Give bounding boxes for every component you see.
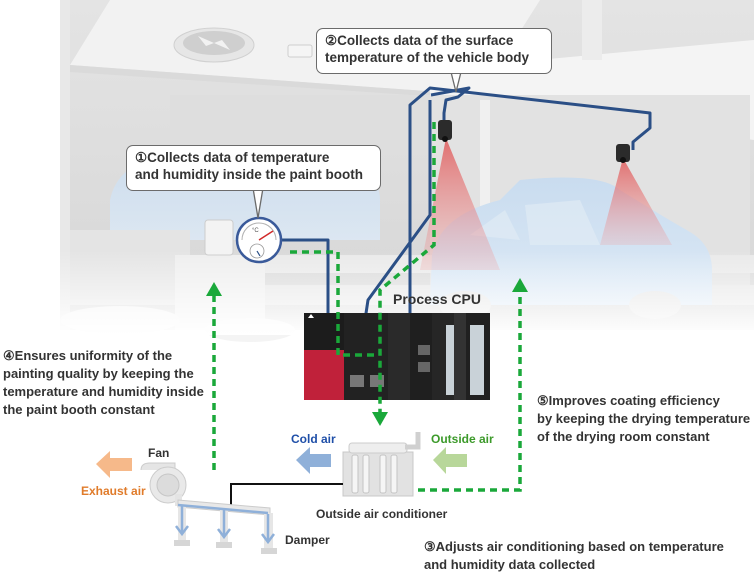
annotation-3-line-1: ③Adjusts air conditioning based on tempe…: [424, 539, 724, 554]
callout-1-line-1: ①Collects data of temperature: [135, 150, 330, 165]
control-wire: [230, 483, 343, 508]
annotation-4-line-4: the paint booth constant: [3, 402, 155, 417]
annotation-4-line-3: temperature and humidity inside: [3, 384, 204, 399]
thermo-hygrometer-icon: °C: [235, 216, 283, 264]
camera-right: [616, 144, 630, 163]
fan-label: Fan: [148, 446, 170, 460]
exhaust-air-arrow: [96, 451, 132, 478]
outside-air-label: Outside air: [431, 432, 494, 446]
camera-left: [438, 120, 452, 142]
camera-beam-right: [600, 158, 672, 245]
annotation-3: ③Adjusts air conditioning based on tempe…: [424, 538, 754, 574]
process-cpu-label: Process CPU: [393, 291, 481, 307]
annotation-4: ④Ensures uniformity of the painting qual…: [3, 347, 218, 419]
callout-booth-temperature-humidity: ①Collects data of temperature and humidi…: [126, 145, 381, 191]
annotation-4-line-1: ④Ensures uniformity of the: [3, 348, 173, 363]
outside-air-arrow: [433, 447, 467, 474]
outside-air-conditioner-icon: [342, 432, 421, 497]
annotation-5-line-3: of the drying room constant: [537, 429, 710, 444]
exhaust-air-label: Exhaust air: [81, 484, 146, 498]
cold-air-label: Cold air: [291, 432, 336, 446]
callout-surface-temperature: ②Collects data of the surface temperatur…: [316, 28, 552, 74]
callout-2-line-2: temperature of the vehicle body: [325, 50, 530, 65]
process-cpu-plc: [304, 313, 490, 400]
annotation-3-line-2: and humidity data collected: [424, 557, 596, 572]
outside-air-conditioner-label: Outside air conditioner: [316, 507, 448, 521]
callout-2-line-1: ②Collects data of the surface: [325, 33, 514, 48]
cold-air-arrow: [296, 447, 331, 474]
data-flow-lines: [212, 122, 522, 492]
signal-lines: [280, 86, 652, 321]
svg-text:°C: °C: [252, 228, 259, 234]
annotation-5-line-1: ⑤Improves coating efficiency: [537, 393, 720, 408]
damper-label: Damper: [285, 533, 330, 547]
callout-1-line-2: and humidity inside the paint booth: [135, 167, 363, 182]
annotation-5: ⑤Improves coating efficiency by keeping …: [537, 392, 754, 446]
fan-duct-icon: [140, 462, 277, 554]
annotation-4-line-2: painting quality by keeping the: [3, 366, 194, 381]
annotation-5-line-2: by keeping the drying temperature: [537, 411, 751, 426]
data-flow-arrowheads: [206, 278, 528, 426]
camera-beam-left: [420, 138, 500, 270]
